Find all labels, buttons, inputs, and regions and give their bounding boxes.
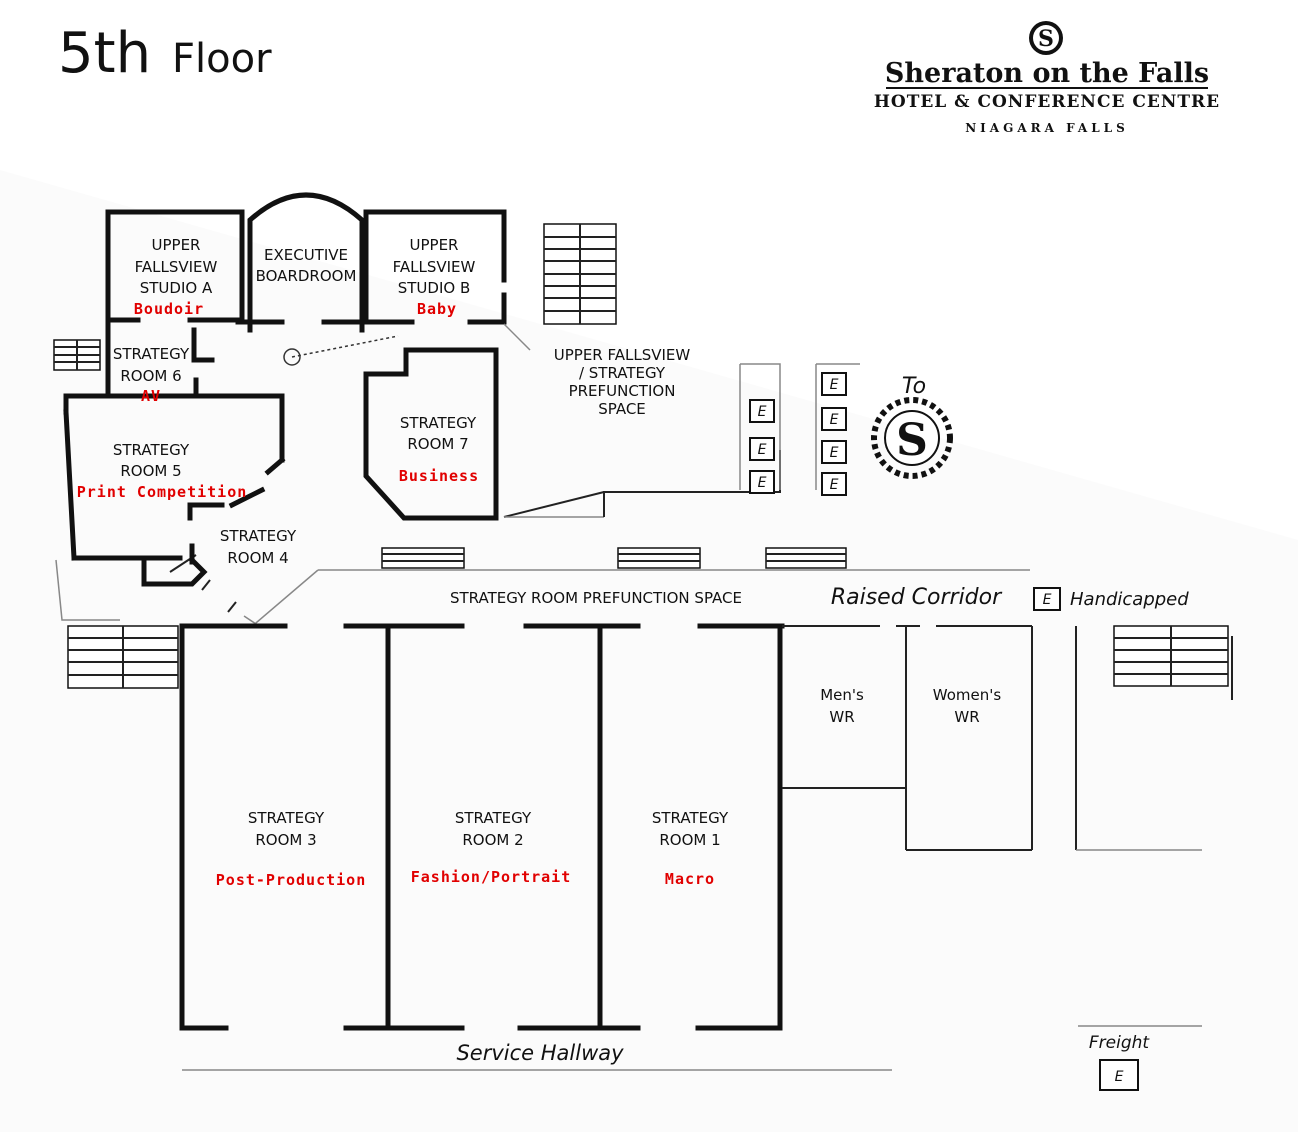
svg-text:STUDIO B: STUDIO B xyxy=(398,279,471,297)
prefunction-space-label: STRATEGY ROOM PREFUNCTION SPACE xyxy=(450,589,742,607)
svg-text:ROOM 2: ROOM 2 xyxy=(462,831,523,849)
floor-word: Floor xyxy=(172,36,272,82)
svg-text:WR: WR xyxy=(954,708,979,726)
svg-text:/ STRATEGY: / STRATEGY xyxy=(579,364,666,382)
stairs-left xyxy=(53,339,101,371)
room-label-strategy-4: STRATEGY ROOM 4 xyxy=(220,527,297,567)
brand-logo: S Sheraton on the Falls HOTEL & CONFEREN… xyxy=(874,21,1220,135)
elevator-icon: E xyxy=(821,407,847,431)
svg-text:ROOM 6: ROOM 6 xyxy=(120,367,181,385)
upper-rooms-walls xyxy=(105,192,531,366)
svg-text:STRATEGY: STRATEGY xyxy=(113,345,190,363)
svg-text:STRATEGY: STRATEGY xyxy=(248,809,325,827)
to-label: To xyxy=(902,374,926,399)
room-label-strategy-3: STRATEGY ROOM 3 Post-Production xyxy=(216,809,366,889)
svg-text:Business: Business xyxy=(399,467,479,485)
svg-text:STRATEGY: STRATEGY xyxy=(455,809,532,827)
svg-text:Post-Production: Post-Production xyxy=(216,871,366,889)
svg-text:Print Competition: Print Competition xyxy=(77,483,248,501)
svg-text:STRATEGY: STRATEGY xyxy=(652,809,729,827)
svg-text:UPPER FALLSVIEW: UPPER FALLSVIEW xyxy=(554,346,691,364)
sheraton-wreath-icon: S xyxy=(871,397,953,479)
svg-text:PREFUNCTION: PREFUNCTION xyxy=(569,382,676,400)
stairs-top xyxy=(543,223,617,325)
elevator-icon: E xyxy=(749,399,775,423)
svg-text:ROOM 1: ROOM 1 xyxy=(659,831,720,849)
svg-text:FALLSVIEW: FALLSVIEW xyxy=(393,258,476,276)
room-label-studio-b: UPPER FALLSVIEW STUDIO B Baby xyxy=(393,236,476,318)
room-label-womens-wr: Women's WR xyxy=(933,686,1002,726)
room-label-upper-prefunction: UPPER FALLSVIEW / STRATEGY PREFUNCTION S… xyxy=(554,346,691,418)
freight-label: Freight xyxy=(1089,1033,1151,1053)
stairs-bottom-left xyxy=(67,625,179,689)
background-shade xyxy=(0,170,1298,1132)
room-label-strategy-6: STRATEGY ROOM 6 AV xyxy=(113,345,190,405)
stairs-right xyxy=(1113,625,1229,687)
svg-text:FALLSVIEW: FALLSVIEW xyxy=(135,258,218,276)
svg-text:E: E xyxy=(758,475,767,491)
svg-text:ROOM 7: ROOM 7 xyxy=(407,435,468,453)
svg-text:EXECUTIVE: EXECUTIVE xyxy=(264,246,348,264)
svg-text:AV: AV xyxy=(141,387,161,405)
freight-elevator-icon: E xyxy=(1099,1059,1139,1091)
svg-text:Men's: Men's xyxy=(820,686,864,704)
handicapped-label: Handicapped xyxy=(1070,589,1189,610)
floor-number: 5th xyxy=(58,21,151,86)
room-label-strategy-7: STRATEGY ROOM 7 Business xyxy=(399,414,479,485)
svg-text:STRATEGY: STRATEGY xyxy=(400,414,477,432)
brand-name: Sheraton on the Falls xyxy=(885,58,1209,89)
elevator-icon: E xyxy=(821,472,847,496)
svg-text:ROOM 3: ROOM 3 xyxy=(255,831,316,849)
raised-corridor-label: Raised Corridor xyxy=(831,585,1003,610)
washroom-walls xyxy=(782,625,1233,1027)
svg-text:E: E xyxy=(758,404,767,420)
svg-text:E: E xyxy=(1115,1069,1124,1085)
brand-subtitle: HOTEL & CONFERENCE CENTRE xyxy=(874,92,1220,112)
room-label-studio-a: UPPER FALLSVIEW STUDIO A Boudoir xyxy=(134,236,218,318)
svg-text:E: E xyxy=(758,442,767,458)
svg-text:BOARDROOM: BOARDROOM xyxy=(256,267,357,285)
svg-text:ROOM 4: ROOM 4 xyxy=(227,549,288,567)
svg-text:E: E xyxy=(830,412,839,428)
svg-text:Women's: Women's xyxy=(933,686,1002,704)
elevator-icon: E xyxy=(821,372,847,396)
elevator-legend-icon: E xyxy=(1033,587,1061,611)
svg-text:WR: WR xyxy=(829,708,854,726)
room-label-strategy-2: STRATEGY ROOM 2 Fashion/Portrait xyxy=(411,809,572,886)
brand-location: NIAGARA FALLS xyxy=(965,121,1129,135)
svg-text:UPPER: UPPER xyxy=(152,236,201,254)
svg-text:UPPER: UPPER xyxy=(410,236,459,254)
elevator-icon: E xyxy=(749,437,775,461)
svg-text:STRATEGY: STRATEGY xyxy=(220,527,297,545)
svg-text:E: E xyxy=(830,477,839,493)
room-label-mens-wr: Men's WR xyxy=(820,686,864,726)
elevator-icon: E xyxy=(749,470,775,494)
lower-rooms-walls xyxy=(179,623,892,1071)
svg-text:S: S xyxy=(896,415,928,466)
svg-text:ROOM 5: ROOM 5 xyxy=(120,462,181,480)
svg-text:E: E xyxy=(830,445,839,461)
svg-text:E: E xyxy=(830,377,839,393)
service-hallway-label: Service Hallway xyxy=(456,1041,624,1065)
svg-text:E: E xyxy=(1043,592,1052,608)
svg-text:Macro: Macro xyxy=(665,870,715,888)
svg-text:STUDIO A: STUDIO A xyxy=(140,279,213,297)
room-label-boardroom: EXECUTIVE BOARDROOM xyxy=(256,246,357,285)
svg-text:STRATEGY: STRATEGY xyxy=(113,441,190,459)
left-rooms-walls xyxy=(55,317,286,621)
svg-text:SPACE: SPACE xyxy=(598,400,646,418)
elevator-icon: E xyxy=(821,440,847,464)
svg-text:Boudoir: Boudoir xyxy=(134,300,204,318)
svg-text:Fashion/Portrait: Fashion/Portrait xyxy=(411,868,572,886)
svg-text:S: S xyxy=(1038,26,1054,52)
room-label-strategy-5: STRATEGY ROOM 5 Print Competition xyxy=(77,441,248,501)
elevator-lobby xyxy=(739,363,860,490)
room-label-strategy-1: STRATEGY ROOM 1 Macro xyxy=(652,809,729,888)
sheraton-top-emblem-icon: S xyxy=(1029,21,1063,55)
stairs-corridor xyxy=(381,547,847,569)
svg-text:Baby: Baby xyxy=(417,300,457,318)
